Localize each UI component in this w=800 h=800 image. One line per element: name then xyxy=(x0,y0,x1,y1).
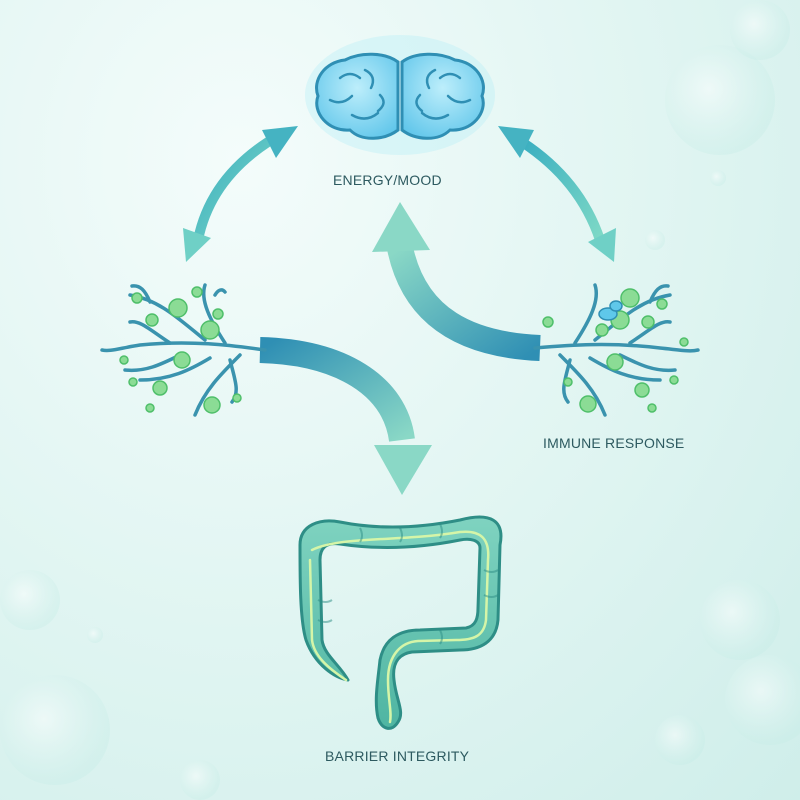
nerve-branches-left-icon xyxy=(100,283,267,417)
arrow-nerves-to-gut xyxy=(259,337,432,495)
arrowhead-up xyxy=(372,202,430,252)
arrow-brain-right-nerves xyxy=(498,126,616,262)
label-barrier-integrity: BARRIER INTEGRITY xyxy=(325,748,470,764)
arrowhead-top-left xyxy=(262,126,298,158)
nerve-branches-right-icon xyxy=(533,283,700,417)
brain-icon xyxy=(305,35,495,155)
label-immune-response: IMMUNE RESPONSE xyxy=(543,435,685,451)
arrowhead-bottom-right xyxy=(588,228,616,262)
arrow-immune-to-brain xyxy=(372,202,541,361)
label-energy-mood: ENERGY/MOOD xyxy=(333,172,442,188)
arrowhead-down xyxy=(374,445,432,495)
immune-cell-icon xyxy=(598,300,623,321)
arrow-brain-left-nerves xyxy=(183,126,298,262)
intestine-icon xyxy=(298,515,503,730)
arrowhead-top-right xyxy=(498,126,534,158)
arrowhead-bottom-left xyxy=(183,228,211,262)
